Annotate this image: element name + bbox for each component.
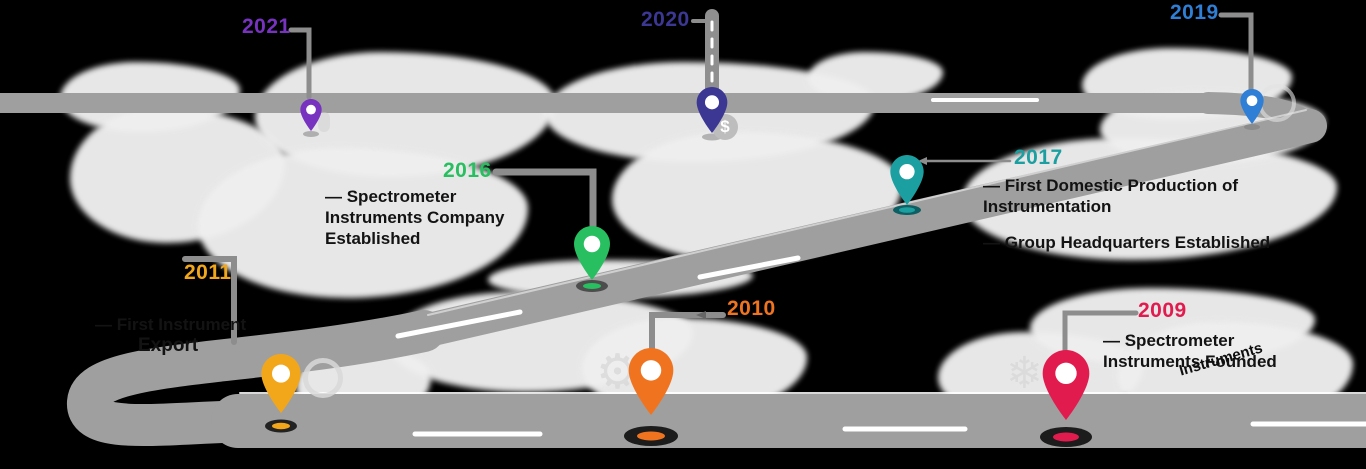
left-uturn-road [67, 310, 445, 447]
text-line: Instruments Company [325, 208, 505, 227]
text-line: Established [325, 229, 421, 248]
connector-2017-arrow [918, 157, 927, 165]
milestone-text-2017: — First Domestic Production of Instrumen… [983, 175, 1353, 253]
year-label-2010: 2010 [727, 297, 776, 320]
connector-2010-arrow [696, 311, 706, 319]
connector-2009 [1062, 310, 1139, 353]
year-label-2019: 2019 [1170, 1, 1219, 24]
bulb-icon [318, 112, 330, 132]
map-pin-2020 [695, 87, 729, 138]
year-label-2020: 2020 [641, 8, 690, 31]
map-pin-2009 [1040, 350, 1092, 425]
connector-2019 [1218, 12, 1254, 93]
diagonal-road [403, 109, 1327, 349]
text-line: Instruments Founded [1103, 352, 1277, 371]
map-pin-2019 [1239, 89, 1265, 129]
road-dash [395, 309, 523, 339]
snowflake-icon: ❄ [1006, 349, 1043, 398]
map-pin-2017 [888, 155, 926, 210]
circle-icon [303, 358, 343, 398]
year-label-2021: 2021 [242, 15, 291, 38]
pin-shadow-2009-inner [1053, 432, 1079, 442]
milestone-text-2016: — Spectrometer Instruments Company Estab… [325, 186, 545, 249]
pin-shadow-2011-inner [272, 422, 290, 430]
connector-2010 [649, 312, 726, 355]
text-line: — Spectrometer [1103, 331, 1235, 350]
year-label-2011: 2011 [184, 261, 232, 284]
year-label-2016: 2016 [443, 159, 492, 182]
map-pin-2016 [572, 226, 612, 285]
connector-2021 [288, 27, 312, 100]
map-pin-2021 [299, 99, 323, 136]
text-line: Export [138, 335, 199, 356]
road-dash [697, 255, 801, 280]
map-pin-2011 [259, 354, 303, 418]
text-line: — First Domestic Production of [983, 176, 1239, 195]
pin-shadow-2017-inner [899, 207, 915, 213]
connector-2011 [182, 256, 237, 345]
text-line: Instrumentation [983, 197, 1112, 216]
pin-shadow-2019 [1244, 124, 1260, 130]
text-line: — First Instrument [95, 315, 247, 334]
year-label-2009: 2009 [1138, 299, 1187, 322]
connector-2016 [492, 168, 597, 230]
year-label-2017: 2017 [1014, 146, 1063, 169]
milestone-text-2009: — Spectrometer Instruments Founded [1103, 330, 1343, 372]
text-line: — Spectrometer [325, 187, 457, 206]
pin-shadow-2021 [303, 131, 319, 137]
road-edge-highlight [427, 109, 1307, 316]
map-pin-2010 [626, 348, 676, 420]
pin-shadow-2016-inner [583, 283, 601, 289]
pin-shadow-2010-inner [637, 431, 665, 441]
pin-shadows [265, 124, 1260, 447]
milestone-text-2011: — First Instrument Export [95, 314, 315, 356]
text-line: — Group Headquarters Established [983, 233, 1271, 252]
